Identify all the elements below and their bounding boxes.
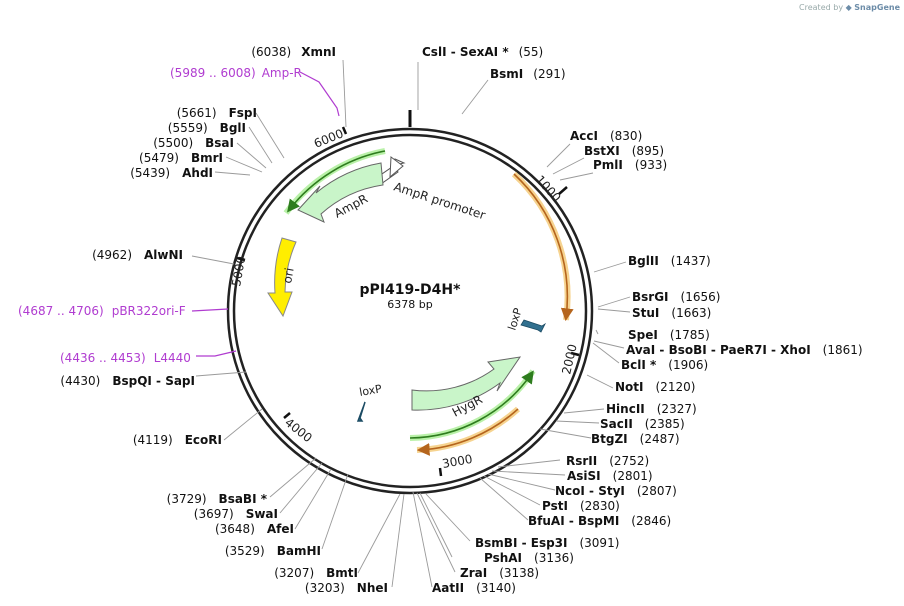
site-bsai[interactable]: (5500)BsaI — [153, 136, 234, 150]
site-bglii[interactable]: BglII(1437) — [628, 254, 711, 268]
feature-loxp-left[interactable]: loxP — [356, 382, 383, 422]
site-xmni[interactable]: (6038)XmnI — [251, 45, 336, 59]
site-bsrgi[interactable]: BsrGI(1656) — [632, 290, 720, 304]
feature-label-ori: ori — [280, 267, 296, 285]
site-cs1i-sexai[interactable]: CslI - SexAI *(55) — [422, 45, 543, 59]
scale-label-5000: 5000 — [229, 255, 248, 288]
site-pshai[interactable]: PshAI(3136) — [484, 551, 574, 565]
credit-text: Created by — [799, 3, 844, 12]
site-btgzi[interactable]: BtgZI(2487) — [591, 432, 680, 446]
scale-tick-5000: 5000 — [229, 255, 248, 288]
primer-amp-r[interactable]: (5989 .. 6008) Amp-R — [170, 66, 340, 117]
site-ahdi[interactable]: (5439)AhdI — [130, 166, 213, 180]
primer-range-l4440: (4436 .. 4453) — [60, 351, 146, 365]
site-nhei[interactable]: (3203)NheI — [305, 581, 388, 595]
primer-pbr322ori-f[interactable]: (4687 .. 4706) pBR322ori-F — [18, 304, 229, 318]
scale-tick-3000: 3000 — [438, 452, 474, 477]
site-bmti[interactable]: (3207)BmtI — [274, 566, 358, 580]
feature-label-loxp-left: loxP — [358, 382, 383, 399]
site-leader-lines-right — [412, 62, 631, 588]
site-fspi[interactable]: (5661)FspI — [177, 106, 257, 120]
feature-ori[interactable]: ori — [267, 237, 297, 318]
site-ecori[interactable]: (4119)EcoRI — [133, 433, 222, 447]
site-bmri[interactable]: (5479)BmrI — [139, 151, 223, 165]
feature-ampr-promoter[interactable]: AmpR promoter — [378, 156, 487, 223]
site-leader-lines-left — [191, 59, 405, 588]
site-zrai[interactable]: ZraI(3138) — [460, 566, 539, 580]
site-bsabi[interactable]: (3729)BsaBI * — [167, 492, 268, 506]
orf-hygr-arc-right — [511, 171, 574, 322]
site-stui[interactable]: StuI(1663) — [632, 306, 711, 320]
feature-ampr[interactable]: AmpR — [297, 162, 384, 223]
site-bgli[interactable]: (5559)BglI — [168, 121, 246, 135]
scale-tick-2000: 2000 — [559, 343, 580, 376]
svg-text:(5989 .. 6008)Amp-R: (5989 .. 6008) Amp-R — [170, 66, 302, 80]
backbone-inner — [232, 133, 588, 489]
scale-label-4000: 4000 — [282, 415, 315, 445]
feature-hygr[interactable]: HygR — [411, 356, 522, 420]
primer-range-pbr322ori-f: (4687 .. 4706) — [18, 304, 104, 318]
svg-text:(4687 .. 4706)pBR322ori-F: (4687 .. 4706) pBR322ori-F — [18, 304, 186, 318]
site-noti[interactable]: NotI(2120) — [615, 380, 695, 394]
backbone-outer — [226, 127, 594, 495]
site-swai[interactable]: (3697)SwaI — [194, 507, 278, 521]
primer-name-amp-r: Amp-R — [262, 66, 302, 80]
site-pmli[interactable]: PmlI(933) — [593, 158, 667, 172]
plasmid-name: pPI419-D4H* — [360, 282, 462, 298]
svg-text:(4436 .. 4453)L4440: (4436 .. 4453) L4440 — [60, 351, 191, 365]
feature-label-ampr-promoter: AmpR promoter — [392, 180, 487, 223]
site-bsmi[interactable]: BsmI(291) — [490, 67, 566, 81]
site-psti[interactable]: PstI(2830) — [542, 499, 620, 513]
primer-name-pbr322ori-f: pBR322ori-F — [112, 304, 186, 318]
scale-tick-4000: 4000 — [282, 412, 315, 445]
snapgene-credit: Created by ◆ SnapGene — [799, 3, 900, 12]
site-labels-right: CslI - SexAI *(55) BsmI(291) AccI(830) B… — [422, 45, 863, 595]
site-bstxi[interactable]: BstXI(895) — [584, 144, 664, 158]
site-bspqi-sapi[interactable]: (4430)BspQI - SapI — [60, 374, 195, 388]
site-sacii[interactable]: SacII(2385) — [600, 417, 685, 431]
site-acci[interactable]: AccI(830) — [570, 129, 642, 143]
orf-ampr-arc — [283, 148, 386, 215]
primer-l4440[interactable]: (4436 .. 4453) L4440 — [60, 350, 237, 365]
site-alwni[interactable]: (4962)AlwNI — [92, 248, 183, 262]
snapgene-name: SnapGene — [854, 3, 900, 12]
primer-range-amp-r: (5989 .. 6008) — [170, 66, 256, 80]
site-hincii[interactable]: HincII(2327) — [606, 402, 697, 416]
site-ncoi-styi[interactable]: NcoI - StyI(2807) — [555, 484, 677, 498]
site-rsrii[interactable]: RsrII(2752) — [566, 454, 649, 468]
site-bsmbi-esp3i[interactable]: BsmBI - Esp3I(3091) — [475, 536, 619, 550]
orf-green-lower — [409, 369, 536, 441]
site-bfuai-bspmi[interactable]: BfuAI - BspMI(2846) — [528, 514, 671, 528]
site-spei[interactable]: SpeI(1785) — [628, 328, 710, 342]
scale-label-3000: 3000 — [441, 452, 474, 471]
scale-label-2000: 2000 — [559, 343, 580, 376]
site-bamhi[interactable]: (3529)BamHI — [225, 544, 321, 558]
primer-name-l4440: L4440 — [154, 351, 191, 365]
site-bcli[interactable]: BclI *(1906) — [621, 358, 708, 372]
plasmid-length: 6378 bp — [387, 298, 432, 311]
site-aatii[interactable]: AatII(3140) — [432, 581, 516, 595]
feature-loxp-right[interactable]: loxP — [505, 306, 547, 333]
orf-orange-lower — [416, 406, 521, 456]
feature-label-loxp-right: loxP — [505, 306, 524, 332]
site-avai-xhoi[interactable]: AvaI - BsoBI - PaeR7I - XhoI(1861) — [626, 343, 863, 357]
snapgene-logo-icon: ◆ — [845, 3, 852, 12]
site-afei[interactable]: (3648)AfeI — [215, 522, 294, 536]
site-labels-left: (6038)XmnI (5661)FspI (5559)BglI (5500)B… — [60, 45, 388, 595]
site-asisi[interactable]: AsiSI(2801) — [567, 469, 653, 483]
